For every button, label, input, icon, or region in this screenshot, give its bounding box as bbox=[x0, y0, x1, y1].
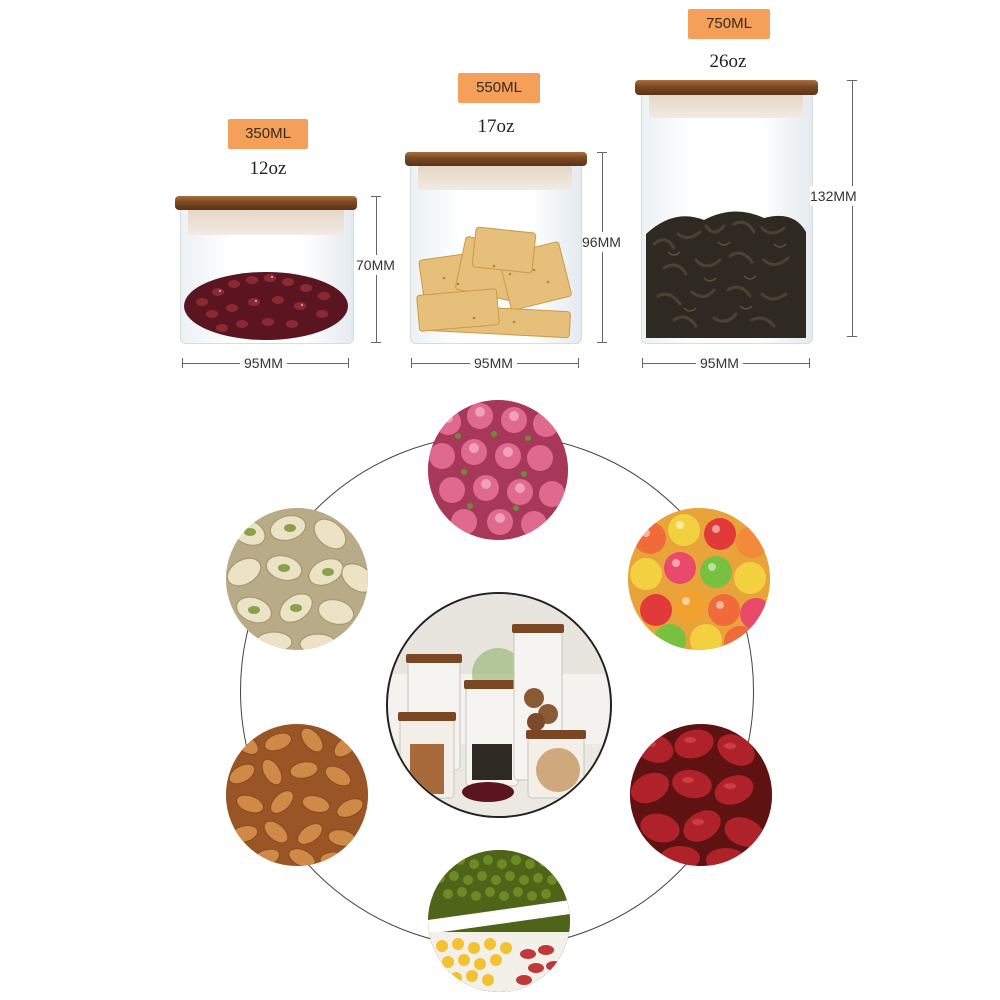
jar-3-capacity-badge: 750ML bbox=[688, 9, 770, 39]
mung-beans-corn-icon bbox=[428, 850, 570, 992]
gummy-candy-icon bbox=[628, 508, 770, 650]
jar-1-width-label: 95MM bbox=[240, 355, 287, 371]
jar-2-width-label: 95MM bbox=[470, 355, 517, 371]
jar-1-oz-label: 12oz bbox=[249, 158, 287, 179]
jar-3-height-label: 132MM bbox=[810, 186, 857, 206]
jar-2-lid-seal bbox=[418, 166, 572, 190]
jar-1-lid-seal bbox=[188, 209, 344, 235]
gummy-candy-photo bbox=[628, 508, 770, 650]
pistachios-photo bbox=[226, 508, 368, 650]
pistachios-icon bbox=[226, 508, 368, 650]
jar-2-width-tick-right bbox=[578, 358, 579, 368]
jar-3-oz-label: 26oz bbox=[709, 51, 747, 72]
jar-2-capacity-badge: 550ML bbox=[458, 73, 540, 103]
jar-2-height-label: 96MM bbox=[582, 232, 621, 252]
jar-2-height-tick-bottom bbox=[597, 342, 607, 343]
almonds-icon bbox=[226, 724, 368, 866]
almonds-photo bbox=[226, 724, 368, 866]
mung-beans-corn-photo bbox=[428, 850, 570, 992]
jar-3-width-label: 95MM bbox=[696, 355, 743, 371]
red-dates-photo bbox=[630, 724, 772, 866]
kitchen-jars-photo bbox=[386, 592, 612, 818]
jar-1-height-tick-bottom bbox=[371, 342, 381, 343]
jar-2-wooden-lid bbox=[405, 152, 587, 166]
jar-1-wooden-lid bbox=[175, 196, 357, 210]
rosebuds-icon bbox=[428, 400, 568, 540]
jar-3-width-tick-right bbox=[809, 358, 810, 368]
jar-2-oz-label: 17oz bbox=[477, 116, 515, 137]
red-beans-icon bbox=[184, 272, 348, 340]
jar-3-lid-seal bbox=[649, 94, 803, 118]
jar-3-height-line bbox=[852, 80, 853, 336]
kitchen-jars-icon bbox=[388, 594, 610, 816]
red-dates-icon bbox=[630, 724, 772, 866]
jar-3-wooden-lid bbox=[635, 80, 818, 95]
jar-1-width-tick-right bbox=[348, 358, 349, 368]
jar-1-capacity-badge: 350ML bbox=[228, 119, 308, 149]
crackers-icon bbox=[416, 226, 572, 339]
rosebuds-photo bbox=[428, 400, 568, 540]
jar-1-height-label: 70MM bbox=[356, 255, 395, 275]
tea-leaves-icon bbox=[646, 211, 806, 338]
jar-3-height-tick-bottom bbox=[847, 336, 857, 337]
